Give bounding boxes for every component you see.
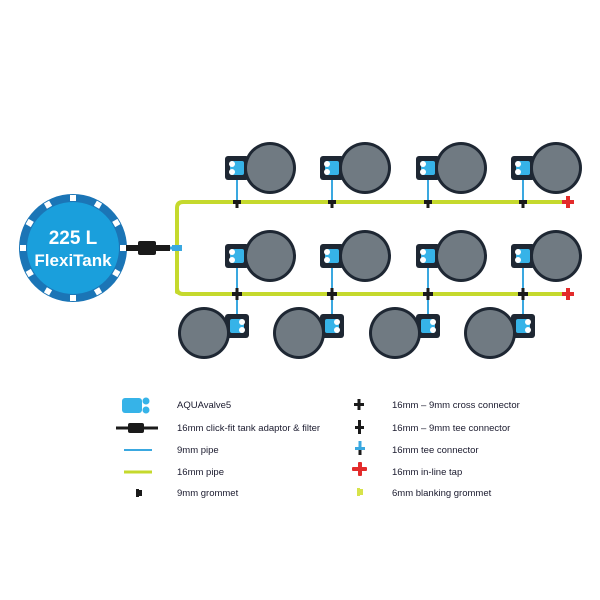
tank-rim-notch <box>112 268 121 278</box>
pot-unit <box>416 230 487 282</box>
legend: AQUAvalve5 16mm click-fit tank adaptor &… <box>116 397 520 499</box>
tee-connector-9mm <box>424 200 432 208</box>
legend-label-tee-connector-16mm: 16mm tee connector <box>392 445 479 456</box>
flexitank: 225 L FlexiTank <box>19 194 127 302</box>
pot <box>247 233 293 279</box>
legend-label-pipe-16mm: 16mm pipe <box>177 467 224 478</box>
pot-unit <box>273 307 344 359</box>
tank-rim-notch <box>20 245 26 251</box>
legend-label-inline-tap: 16mm in-line tap <box>392 467 462 478</box>
pot <box>372 310 418 356</box>
tee-connector-9mm <box>519 200 527 208</box>
tank-rim-notch <box>70 195 76 201</box>
tank-notches <box>20 195 126 301</box>
tank-name: FlexiTank <box>34 251 112 270</box>
cross-connector <box>423 288 433 300</box>
tank-rim-notch <box>25 218 34 228</box>
tank-rim-notch <box>93 200 103 209</box>
tank-volume: 225 L <box>49 228 98 249</box>
legend-label-tee-connector-9mm: 16mm – 9mm tee connector <box>392 423 510 434</box>
pot-unit <box>225 142 296 194</box>
legend-label-aquavalve: AQUAvalve5 <box>177 400 231 411</box>
pot <box>467 310 513 356</box>
pot-unit <box>320 142 391 194</box>
pot-unit <box>511 142 582 194</box>
tank-rim-notch <box>120 245 126 251</box>
tank-rim-notch <box>43 287 53 296</box>
tank-adaptor-filter <box>126 241 170 255</box>
tee-connector-9mm-icon <box>355 420 364 434</box>
pot <box>533 145 579 191</box>
cross-connector-icon <box>354 399 364 410</box>
cross-connector <box>232 288 242 300</box>
filter-body <box>138 241 156 255</box>
tank-rim-notch <box>70 295 76 301</box>
grommet-9mm-icon <box>136 489 142 497</box>
pot <box>342 233 388 279</box>
legend-label-cross-connector: 16mm – 9mm cross connector <box>392 400 520 411</box>
tank-body <box>27 202 119 294</box>
legend-label-pipe-9mm: 9mm pipe <box>177 445 219 456</box>
tee-connector-9mm <box>328 200 336 208</box>
pot <box>438 233 484 279</box>
tank-rim-notch <box>43 200 53 209</box>
pipe-16mm-top <box>175 200 568 294</box>
pot <box>276 310 322 356</box>
pot-unit <box>416 142 487 194</box>
cross-connector <box>518 288 528 300</box>
blanking-grommet-icon <box>357 488 363 496</box>
tee-connector-16mm-icon <box>355 441 365 455</box>
pipe-16mm-bottom <box>175 246 568 296</box>
pot <box>181 310 227 356</box>
pot-units <box>178 142 582 359</box>
legend-label-blanking-grommet: 6mm blanking grommet <box>392 488 492 499</box>
legend-label-tank-adaptor: 16mm click-fit tank adaptor & filter <box>177 423 320 434</box>
pot-unit <box>320 230 391 282</box>
tank-adaptor-filter-icon <box>116 423 158 433</box>
pot-unit <box>369 307 440 359</box>
pot <box>438 145 484 191</box>
tank-rim-notch <box>25 268 34 278</box>
tee-connector-16mm <box>172 245 182 251</box>
cross-connector <box>327 288 337 300</box>
pot-unit <box>464 307 535 359</box>
inline-tap-icon <box>352 462 367 476</box>
pot-unit <box>511 230 582 282</box>
tank-rim-notch <box>93 287 103 296</box>
pot <box>533 233 579 279</box>
pot <box>342 145 388 191</box>
tee-connector-9mm <box>233 200 241 208</box>
aquavalve-icon <box>122 397 150 414</box>
inline-tap <box>562 196 574 208</box>
pot-unit <box>225 230 296 282</box>
inline-tap <box>562 288 574 300</box>
tank-rim-notch <box>112 218 121 228</box>
pot-unit <box>178 307 249 359</box>
pot <box>247 145 293 191</box>
legend-label-grommet-9mm: 9mm grommet <box>177 488 239 499</box>
